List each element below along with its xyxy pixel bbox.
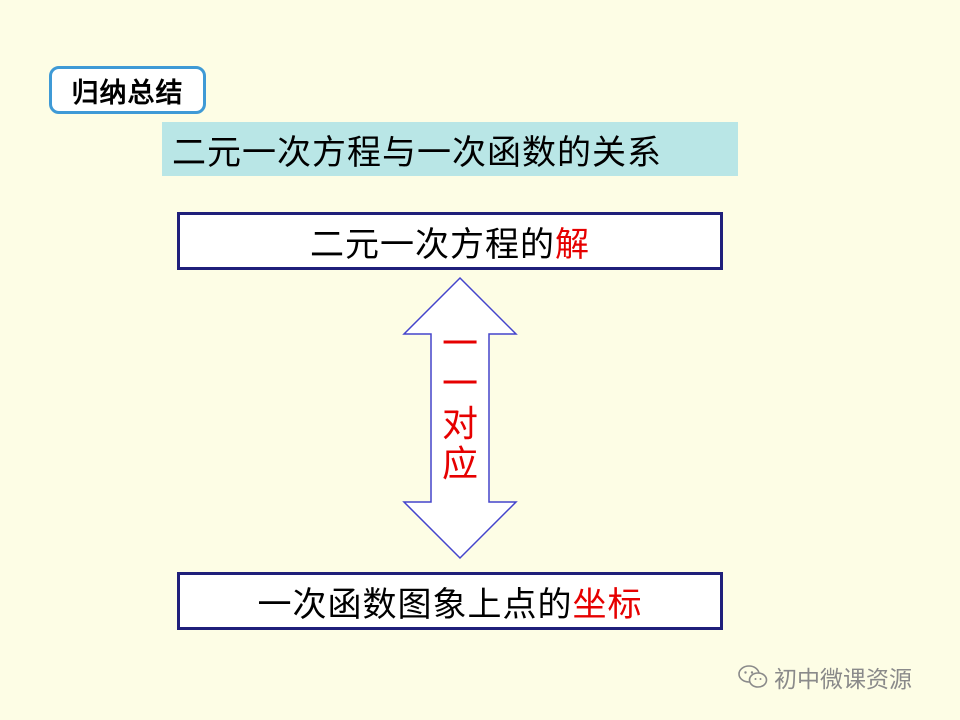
section-title-bar: 二元一次方程与一次函数的关系 [162,122,738,176]
watermark-text: 初中微课资源 [774,667,912,693]
correspondence-char-3: 对 [441,404,478,445]
equation-solution-box: 二元一次方程的解 [177,212,723,270]
correspondence-char-1: 一 [441,324,478,365]
summary-tag-label: 归纳总结 [71,77,184,109]
section-title: 二元一次方程与一次函数的关系 [172,132,662,173]
correspondence-char-4: 应 [441,444,478,485]
wechat-icon [738,665,768,688]
graph-point-highlight: 坐标 [572,584,643,625]
summary-tag: 归纳总结 [49,66,206,114]
equation-solution-text: 二元一次方程的 [310,224,555,265]
graph-point-text: 一次函数图象上点的 [257,584,573,625]
graph-point-box: 一次函数图象上点的坐标 [177,572,723,630]
double-arrow [402,276,518,560]
watermark: 初中微课资源 [738,660,912,694]
double-arrow-shape [402,276,518,560]
equation-solution-highlight: 解 [555,224,590,265]
correspondence-char-2: 一 [441,364,478,405]
correspondence-label: 一 一 对 应 [430,325,490,485]
